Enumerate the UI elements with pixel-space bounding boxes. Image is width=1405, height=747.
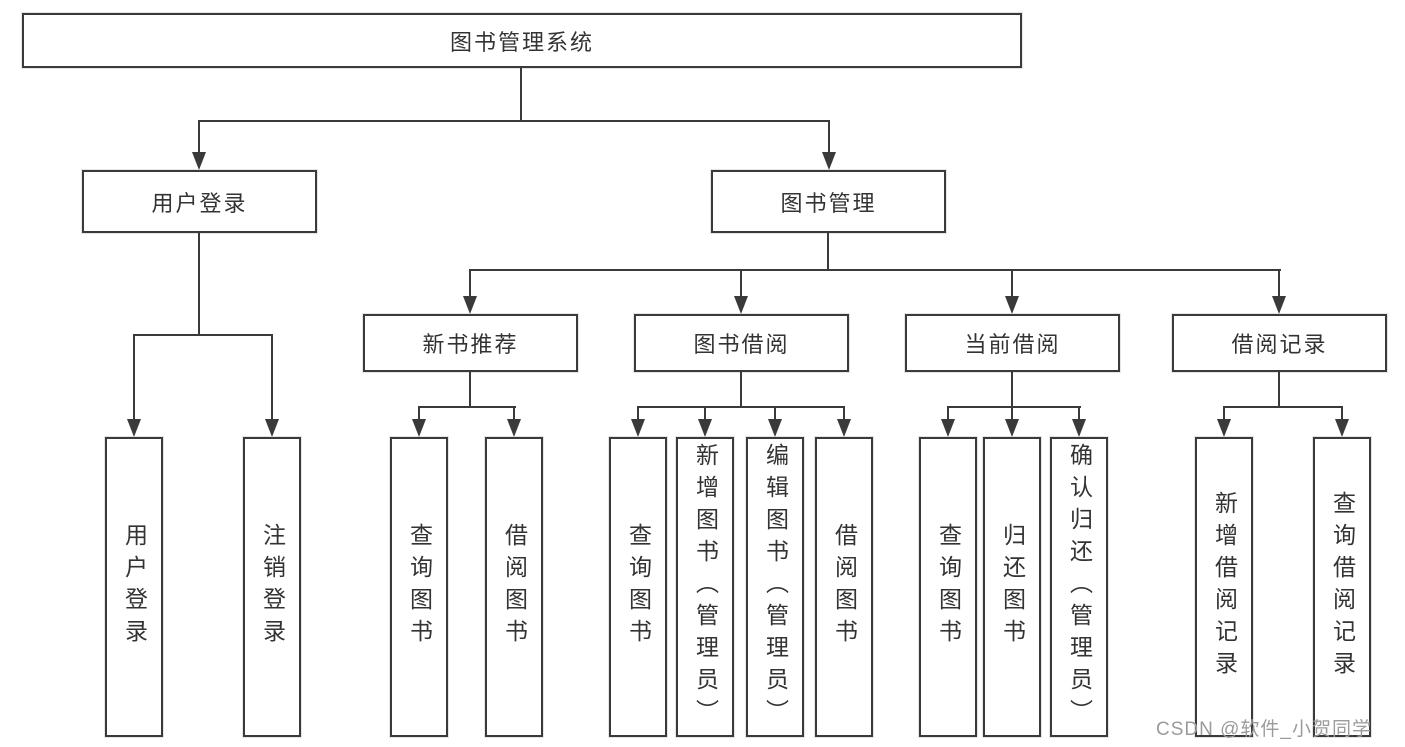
node-new-book-recommend: 新书推荐 bbox=[363, 314, 578, 372]
node-label: 注销登录 bbox=[259, 523, 286, 651]
connector-line bbox=[828, 120, 830, 156]
leaf-add-books-admin: 新增图书（管理员） bbox=[676, 437, 734, 737]
connector-line bbox=[469, 269, 1281, 271]
node-label: 新书推荐 bbox=[422, 332, 519, 357]
connector-line bbox=[198, 120, 830, 122]
connector-line bbox=[1011, 269, 1013, 298]
arrowhead-down-icon bbox=[192, 152, 206, 170]
connector-line bbox=[1011, 372, 1013, 408]
node-label: 借阅图书 bbox=[831, 523, 858, 651]
leaf-query-books-current: 查询图书 bbox=[919, 437, 977, 737]
node-label: 新增图书（管理员） bbox=[692, 443, 719, 731]
arrowhead-down-icon bbox=[1272, 296, 1286, 314]
connector-line bbox=[133, 334, 135, 421]
arrowhead-down-icon bbox=[1005, 296, 1019, 314]
connector-line bbox=[513, 406, 515, 422]
node-label: 用户登录 bbox=[121, 523, 148, 651]
connector-line bbox=[637, 406, 639, 422]
connector-line bbox=[947, 406, 949, 422]
connector-line bbox=[843, 406, 845, 422]
connector-line bbox=[418, 406, 420, 422]
node-label: 图书管理 bbox=[780, 190, 877, 216]
leaf-add-borrow-record: 新增借阅记录 bbox=[1195, 437, 1253, 737]
arrowhead-down-icon bbox=[1072, 419, 1086, 437]
connector-line bbox=[271, 334, 273, 421]
connector-line bbox=[704, 406, 706, 422]
connector-line bbox=[740, 269, 742, 298]
node-label: 查询借阅记录 bbox=[1329, 491, 1356, 683]
arrowhead-down-icon bbox=[698, 419, 712, 437]
arrowhead-down-icon bbox=[822, 152, 836, 170]
node-label: 用户登录 bbox=[151, 190, 248, 216]
node-label: 新增借阅记录 bbox=[1211, 491, 1238, 683]
leaf-return-books: 归还图书 bbox=[983, 437, 1041, 737]
arrowhead-down-icon bbox=[941, 419, 955, 437]
leaf-borrow-books-recommend: 借阅图书 bbox=[485, 437, 543, 737]
node-book-borrowing: 图书借阅 bbox=[634, 314, 849, 372]
arrowhead-down-icon bbox=[734, 296, 748, 314]
connector-line bbox=[198, 120, 200, 156]
node-label: 当前借阅 bbox=[964, 332, 1061, 357]
leaf-query-books-recommend: 查询图书 bbox=[390, 437, 448, 737]
node-label: 归还图书 bbox=[999, 523, 1026, 651]
connector-line bbox=[198, 233, 200, 336]
connector-line bbox=[469, 269, 471, 298]
arrowhead-down-icon bbox=[507, 419, 521, 437]
connector-line bbox=[774, 406, 776, 422]
arrowhead-down-icon bbox=[412, 419, 426, 437]
node-label: 查询图书 bbox=[406, 523, 433, 651]
connector-line bbox=[827, 233, 829, 271]
node-book-management: 图书管理 bbox=[711, 170, 946, 233]
connector-line bbox=[1078, 406, 1080, 422]
connector-line bbox=[637, 406, 845, 408]
connector-line bbox=[740, 372, 742, 408]
connector-line bbox=[520, 68, 522, 122]
node-label: 查询图书 bbox=[625, 523, 652, 651]
arrowhead-down-icon bbox=[837, 419, 851, 437]
arrowhead-down-icon bbox=[1005, 419, 1019, 437]
node-current-borrowing: 当前借阅 bbox=[905, 314, 1120, 372]
leaf-edit-books-admin: 编辑图书（管理员） bbox=[746, 437, 804, 737]
arrowhead-down-icon bbox=[1335, 419, 1349, 437]
node-label: 查询图书 bbox=[935, 523, 962, 651]
csdn-watermark: CSDN @软件_小贺同学 bbox=[1156, 719, 1372, 740]
arrowhead-down-icon bbox=[127, 419, 141, 437]
leaf-user-login: 用户登录 bbox=[105, 437, 163, 737]
arrowhead-down-icon bbox=[768, 419, 782, 437]
arrowhead-down-icon bbox=[463, 296, 477, 314]
connector-line bbox=[947, 406, 1081, 408]
connector-line bbox=[1341, 406, 1343, 422]
leaf-logout: 注销登录 bbox=[243, 437, 301, 737]
node-label: 借阅图书 bbox=[501, 523, 528, 651]
arrowhead-down-icon bbox=[631, 419, 645, 437]
node-label: 确认归还（管理员） bbox=[1066, 443, 1093, 731]
node-label: 图书管理系统 bbox=[449, 29, 594, 55]
node-user-login: 用户登录 bbox=[82, 170, 317, 233]
connector-line bbox=[418, 406, 516, 408]
arrowhead-down-icon bbox=[265, 419, 279, 437]
node-root-system: 图书管理系统 bbox=[22, 13, 1022, 68]
leaf-query-books-borrowing: 查询图书 bbox=[609, 437, 667, 737]
connector-line bbox=[1278, 372, 1280, 408]
connector-line bbox=[469, 372, 471, 408]
connector-line bbox=[1011, 406, 1013, 422]
node-borrowing-records: 借阅记录 bbox=[1172, 314, 1387, 372]
leaf-confirm-return-admin: 确认归还（管理员） bbox=[1050, 437, 1108, 737]
node-label: 借阅记录 bbox=[1231, 332, 1328, 357]
connector-line bbox=[1223, 406, 1343, 408]
node-label: 编辑图书（管理员） bbox=[762, 443, 789, 731]
leaf-query-borrow-record: 查询借阅记录 bbox=[1313, 437, 1371, 737]
node-label: 图书借阅 bbox=[693, 332, 790, 357]
connector-line bbox=[1278, 269, 1280, 298]
connector-line bbox=[1223, 406, 1225, 422]
arrowhead-down-icon bbox=[1217, 419, 1231, 437]
leaf-borrow-books: 借阅图书 bbox=[815, 437, 873, 737]
connector-line bbox=[133, 334, 273, 336]
